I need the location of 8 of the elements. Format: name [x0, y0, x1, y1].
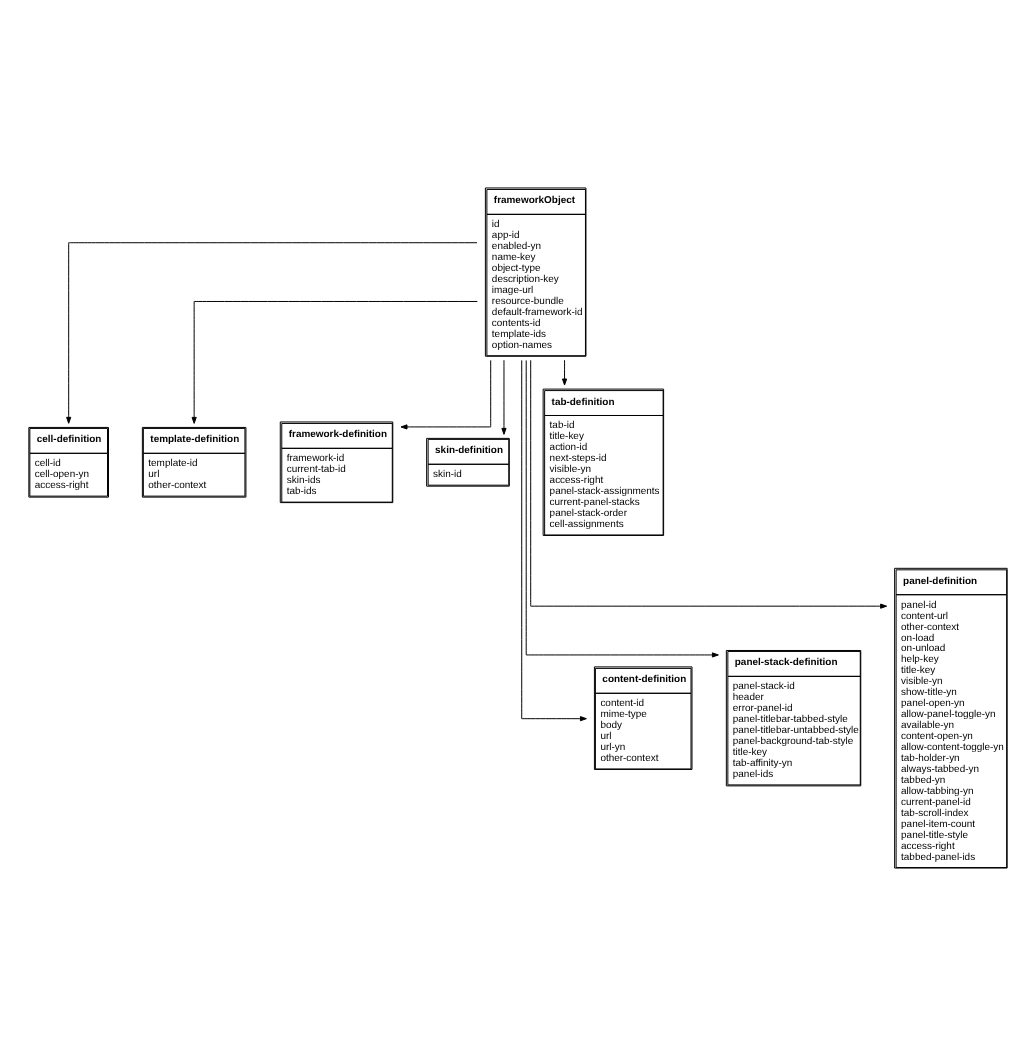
arrow [521, 359, 587, 722]
arrow [561, 359, 568, 386]
arrow [501, 359, 507, 435]
arrow [530, 359, 888, 609]
arrow [66, 242, 478, 424]
arrow [525, 359, 719, 658]
arrow [191, 301, 478, 424]
arrow [400, 359, 492, 430]
